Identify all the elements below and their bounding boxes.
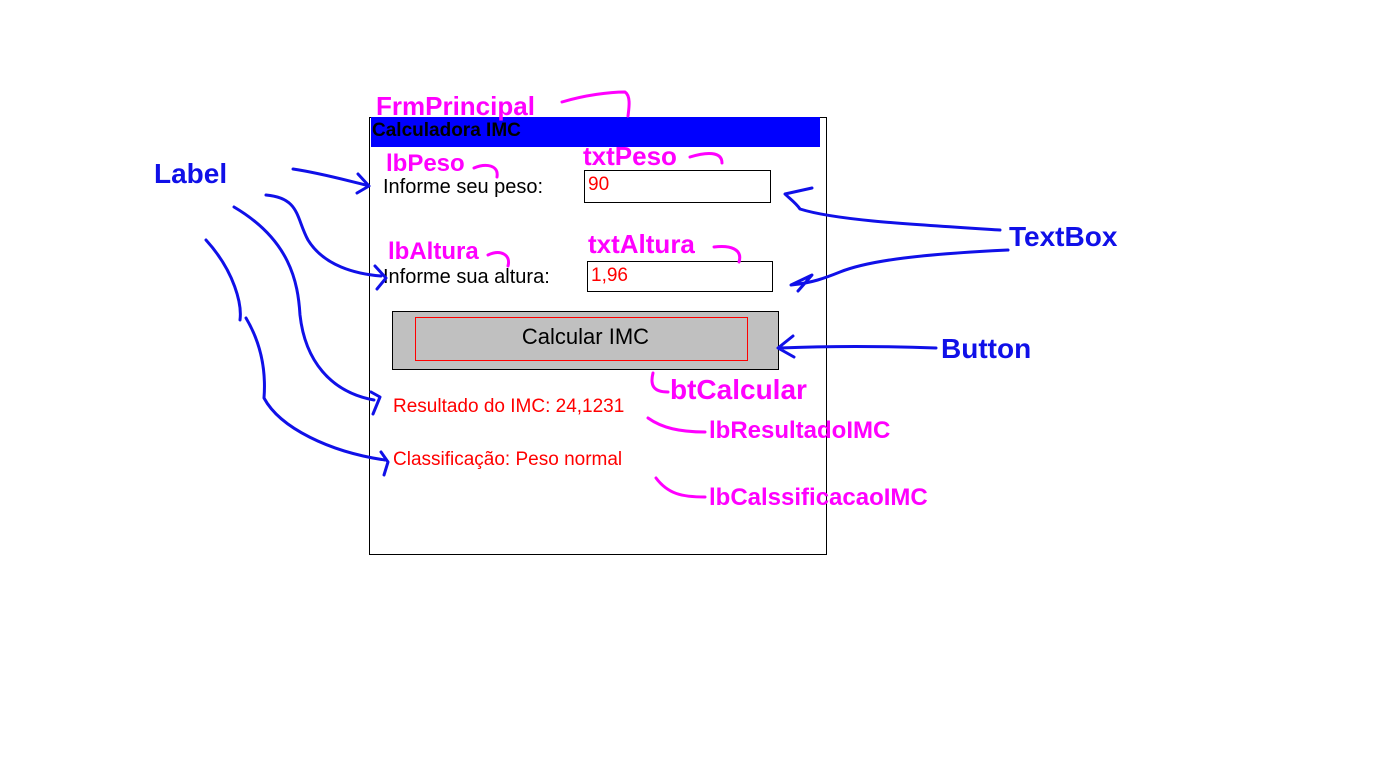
label-arrow-weight — [291, 167, 368, 187]
annotation-classification-label-name: lbCalssificacaoIMC — [709, 484, 928, 511]
annotation-weight-textbox-name: txtPeso — [583, 141, 677, 171]
textbox-arrow-height — [789, 248, 1010, 293]
classification-label-name-pointer — [654, 476, 707, 499]
annotation-form-name: FrmPrincipal — [376, 91, 535, 121]
button-name-pointer — [650, 371, 670, 394]
height-label-name-pointer — [486, 251, 511, 268]
height-input[interactable]: 1,96 — [587, 261, 773, 292]
label-arrow-result — [232, 205, 376, 402]
calculate-button-label: Calcular IMC — [521, 324, 650, 349]
weight-textbox-name-pointer — [688, 152, 724, 165]
height-label: Informe sua altura: — [383, 266, 550, 288]
label-arrow-result-head — [369, 390, 382, 416]
weight-label-name-pointer — [472, 163, 499, 179]
annotation-button-name: btCalcular — [670, 374, 807, 405]
height-textbox-name-pointer — [712, 245, 742, 264]
annotation-height-label-name: lbAltura — [388, 238, 479, 265]
annotation-textbox-type: TextBox — [1009, 221, 1118, 252]
button-focus-rectangle — [415, 317, 748, 361]
button-arrow — [776, 334, 938, 359]
form-name-pointer — [560, 90, 631, 118]
calculate-button[interactable]: Calcular IMC — [392, 311, 779, 370]
annotation-result-label-name: lbResultadoIMC — [709, 417, 891, 444]
result-label-name-pointer — [646, 416, 707, 434]
label-arrow-class-head — [379, 450, 390, 477]
annotation-label-type: Label — [154, 158, 228, 189]
label-arrow-weight-head — [355, 172, 371, 195]
textbox-arrow-weight — [783, 186, 1002, 232]
title-bar — [371, 117, 820, 147]
annotation-height-textbox-name: txtAltura — [588, 229, 695, 259]
height-input-value: 1,96 — [591, 265, 628, 286]
result-label: Resultado do IMC: 24,1231 — [393, 396, 625, 417]
label-arrow-class — [204, 238, 387, 462]
weight-input[interactable]: 90 — [584, 170, 771, 203]
weight-input-value: 90 — [588, 174, 610, 195]
annotation-button-type: Button — [941, 333, 1032, 364]
label-arrow-height — [264, 193, 383, 278]
classification-label: Classificação: Peso normal — [393, 449, 623, 470]
annotation-weight-label-name: lbPeso — [386, 150, 465, 177]
label-arrow-height-head — [373, 264, 388, 291]
weight-label: Informe seu peso: — [383, 176, 544, 198]
form-title: Calculadora IMC — [372, 120, 521, 141]
